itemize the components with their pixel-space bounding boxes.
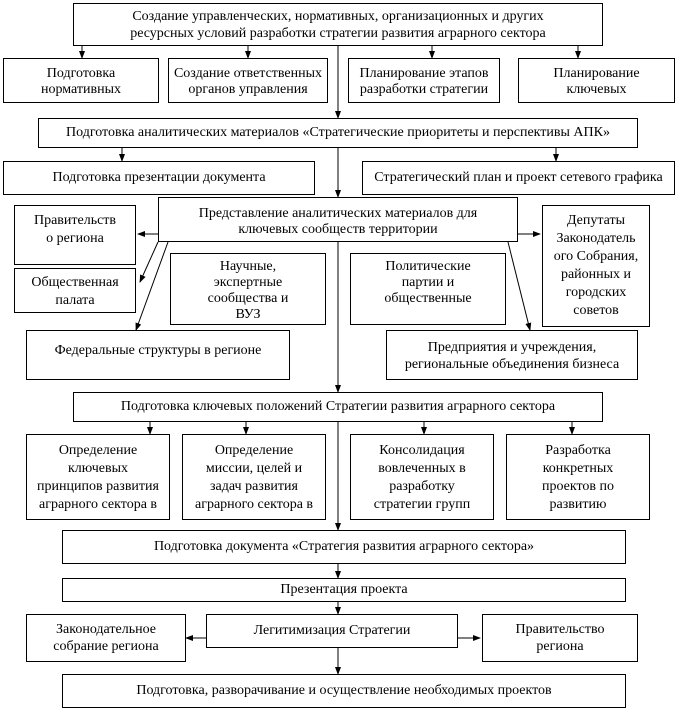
presentation-doc-box: Подготовка презентации документа: [3, 161, 315, 195]
scientific-box: Научные, экспертные сообщества и ВУЗ: [170, 253, 326, 325]
government-region-box: Правительств о региона: [14, 205, 136, 265]
definition-box-mission: Определение миссии, целей и задач развит…: [182, 434, 326, 520]
enterprises-box: Предприятия и учреждения, региональные о…: [386, 330, 638, 380]
strategic-plan-box: Стратегический план и проект сетевого гр…: [362, 161, 675, 195]
definition-box-projects: Разработка конкретных проектов по развит…: [506, 434, 650, 520]
prep-box-normative: Подготовка нормативных: [3, 58, 159, 103]
government-box: Правительство региона: [482, 614, 638, 662]
top-box: Создание управленческих, нормативных, ор…: [73, 3, 603, 46]
definition-box-principles: Определение ключевых принципов развития …: [26, 434, 170, 520]
prep-box-planning-stages: Планирование этапов разработки стратегии: [348, 58, 500, 103]
final-box: Подготовка, разворачивание и осуществлен…: [62, 674, 626, 708]
federal-structures-box: Федеральные структуры в регионе: [26, 330, 290, 380]
political-box: Политические партии и общественные: [350, 253, 506, 325]
representation-box: Представление аналитических материалов д…: [158, 197, 518, 242]
public-chamber-box: Общественная палата: [14, 268, 136, 313]
key-positions-box: Подготовка ключевых положений Стратегии …: [73, 392, 603, 422]
project-presentation-box: Презентация проекта: [62, 578, 626, 602]
prep-box-responsible-bodies: Создание ответственных органов управлени…: [168, 58, 328, 103]
definition-box-consolidation: Консолидация вовлеченных в разработку ст…: [350, 434, 494, 520]
legislative-assembly-box: Законодательное собрание региона: [26, 614, 186, 662]
prep-box-planning-key: Планирование ключевых: [518, 58, 675, 103]
doc-strategy-box: Подготовка документа «Стратегия развития…: [62, 530, 626, 564]
analytic-materials-box: Подготовка аналитических материалов «Стр…: [38, 118, 638, 148]
deputies-box: Депутаты Законодатель ого Собрания, райо…: [542, 205, 650, 327]
legitimization-box: Легитимизация Стратегии: [206, 614, 458, 648]
